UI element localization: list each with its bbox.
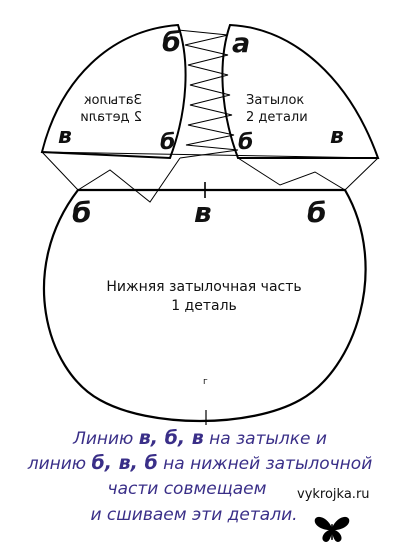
butterfly-icon <box>314 516 350 542</box>
center-guide-line <box>41 151 379 159</box>
left-alignment-connector <box>41 151 181 203</box>
bottom-piece-outline <box>42 188 367 423</box>
bottom-title-1: Нижняя затылочная часть <box>106 279 301 295</box>
caption-line-4: и сшиваем эти детали. <box>90 505 297 525</box>
caption-line-1: Линию в, б, в на затылке и <box>72 427 327 449</box>
right-crown-mark-right: в <box>330 124 344 149</box>
bottom-low-mark: г <box>203 377 208 387</box>
bottom-piece <box>42 182 367 425</box>
caption: Линию в, б, в на затылке и линию б, в, б… <box>27 427 373 525</box>
bottom-mark-right: б <box>307 196 327 229</box>
right-crown-title-1: Затылок <box>246 93 304 108</box>
right-crown-mark-bottom: б <box>238 130 253 155</box>
left-crown-title-1: Затылок <box>84 93 142 108</box>
right-alignment-connector <box>237 157 379 191</box>
zigzag-center-connector <box>177 29 239 159</box>
right-crown-title-2: 2 детали <box>246 110 308 125</box>
right-crown-mark-top: а <box>232 28 250 59</box>
left-crown-title-2: 2 детали <box>80 110 142 125</box>
bottom-mark-center: в <box>194 196 212 229</box>
left-crown-mark-top: б <box>162 27 181 58</box>
caption-line-3: части совмещаем <box>108 479 267 499</box>
bottom-title-2: 1 деталь <box>171 298 237 314</box>
left-crown-piece <box>40 23 187 160</box>
bottom-mark-left: б <box>72 196 92 229</box>
alignment-lines <box>41 29 379 203</box>
caption-line-2: линию б, в, б на нижней затылочной <box>27 452 373 474</box>
watermark-text: vykrojka.ru <box>297 487 370 502</box>
left-crown-mark-bottom: б <box>160 130 175 155</box>
left-crown-mark-left: в <box>58 124 72 149</box>
left-crown-outline <box>40 23 187 160</box>
